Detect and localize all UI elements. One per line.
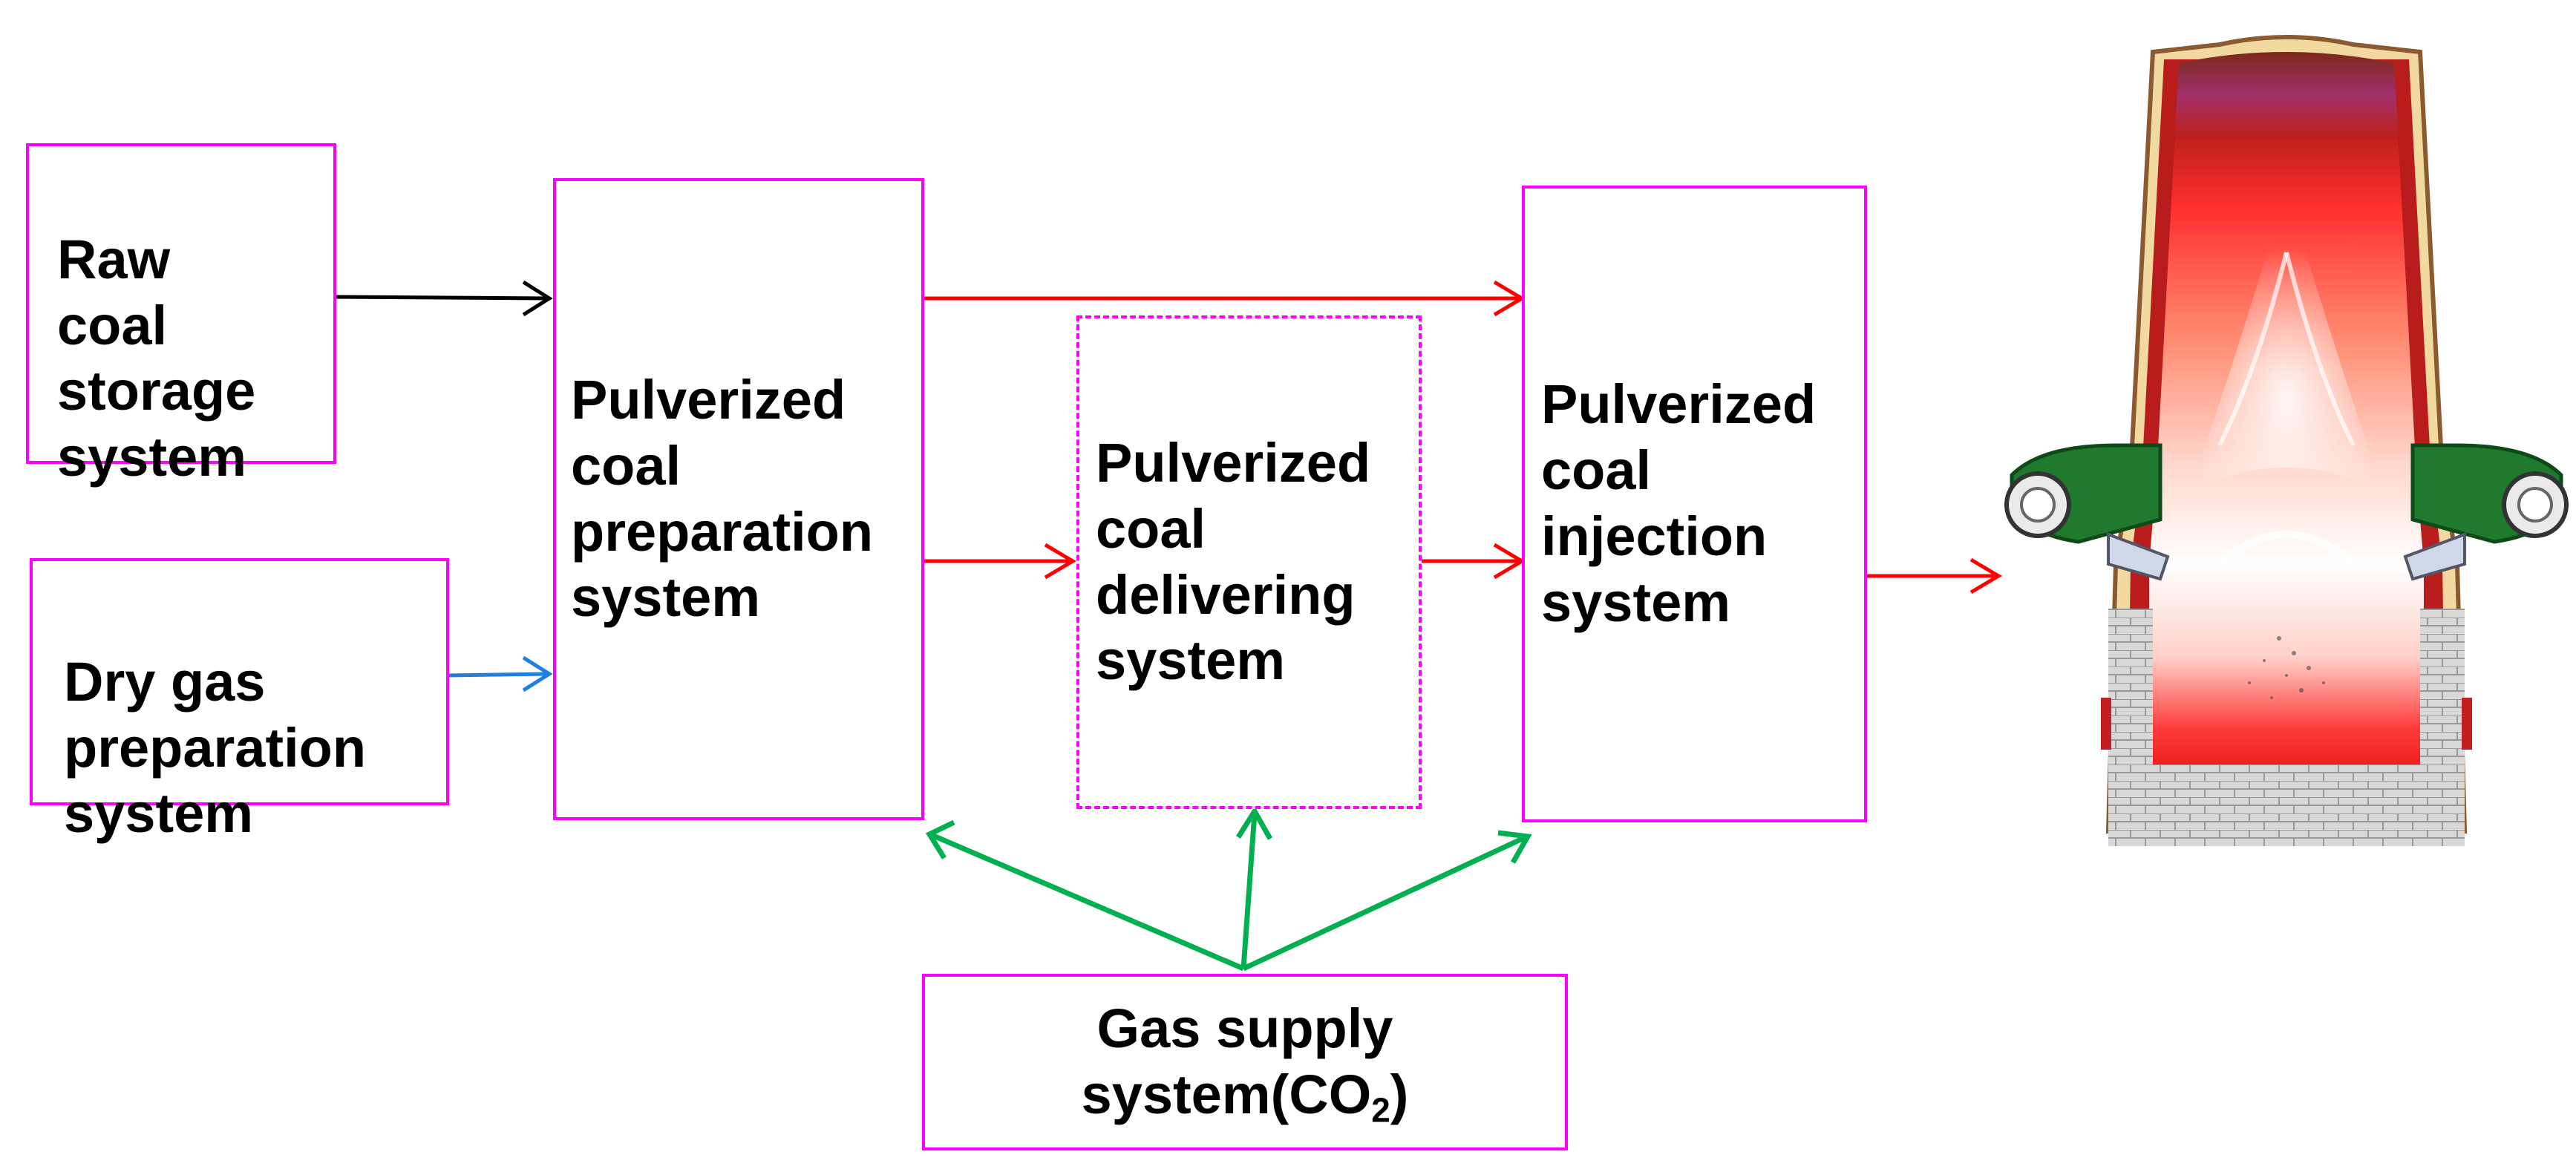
dry-gas-preparation-box: Dry gas preparation system xyxy=(30,558,449,844)
pulverized-coal-injection-label: Pulverized coal injection system xyxy=(1541,373,1817,633)
arrow-raw-coal-to-preparation xyxy=(333,280,553,317)
gas-supply-box: Gas supply system(CO2) xyxy=(922,974,1568,1150)
arrow-injection-to-furnace xyxy=(1866,557,2002,595)
bustle-pipe-right xyxy=(2403,443,2569,581)
pulverized-coal-delivering-box: Pulverized coal delivering system xyxy=(1076,315,1422,809)
arrow-preparation-to-delivering xyxy=(924,543,1076,580)
pulverized-coal-preparation-label: Pulverized coal preparation system xyxy=(571,368,874,629)
bustle-pipe-left xyxy=(2004,443,2170,581)
arrow-gas-to-preparation xyxy=(925,819,1245,972)
gas-supply-label-line1: Gas supply xyxy=(1096,998,1393,1060)
arrow-delivering-to-injection xyxy=(1422,543,1526,580)
arrow-gas-to-delivering xyxy=(1236,806,1273,969)
blast-furnace-illustration xyxy=(2004,35,2569,846)
dry-gas-preparation-label: Dry gas preparation system xyxy=(64,650,367,845)
gas-supply-label-suffix: ) xyxy=(1390,1064,1409,1125)
gas-supply-subscript: 2 xyxy=(1371,1090,1390,1130)
pulverized-coal-injection-box: Pulverized coal injection system xyxy=(1522,186,1867,822)
gas-supply-label-prefix: system(CO xyxy=(1081,1064,1372,1125)
pulverized-coal-preparation-box: Pulverized coal preparation system xyxy=(553,178,924,820)
coke-speckles xyxy=(2248,636,2325,699)
arrow-dry-gas-to-preparation xyxy=(448,655,553,692)
pulverized-coal-delivering-label: Pulverized coal delivering system xyxy=(1096,431,1371,692)
gas-supply-label-line2: system(CO2) xyxy=(1082,1062,1409,1128)
raw-coal-storage-label: Raw coal storage system xyxy=(57,228,256,488)
arrow-gas-to-injection xyxy=(1242,830,1532,972)
arrow-preparation-to-injection xyxy=(924,280,1526,317)
raw-coal-storage-box: Raw coal storage system xyxy=(26,143,336,488)
